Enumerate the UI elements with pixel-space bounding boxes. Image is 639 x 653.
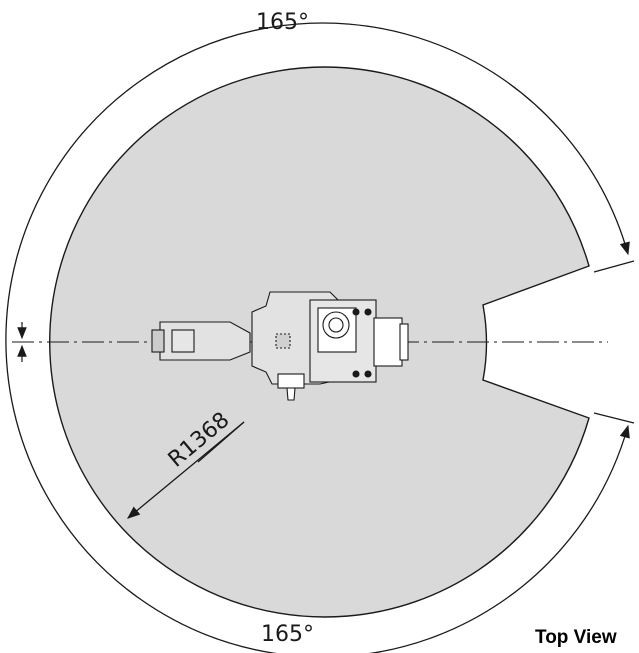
robot-bolt-1: [352, 308, 360, 316]
robot-bolt-4: [364, 370, 372, 378]
robot-lower-motor: [277, 373, 305, 389]
robot-body: [151, 291, 409, 401]
robot-connector: [399, 323, 409, 361]
robot-lower-motor-shaft: [286, 387, 296, 401]
robot-joint-cap: [275, 333, 291, 349]
robot-motor-inner: [328, 317, 344, 333]
radius-leader-line: [197, 421, 245, 463]
extension-line-upper: [593, 260, 635, 273]
view-caption: Top View: [535, 627, 617, 648]
robot-bolt-2: [364, 308, 372, 316]
robot-connector-block: [373, 317, 403, 367]
outer-angle-arc: [5, 22, 630, 653]
robot-wrist: [151, 329, 165, 353]
angle-label-bottom: 165°: [261, 622, 314, 647]
extension-line-lower: [593, 412, 635, 424]
robot-tool-flange: [171, 329, 195, 353]
angle-label-top: 165°: [256, 10, 309, 35]
robot-bolt-3: [352, 370, 360, 378]
